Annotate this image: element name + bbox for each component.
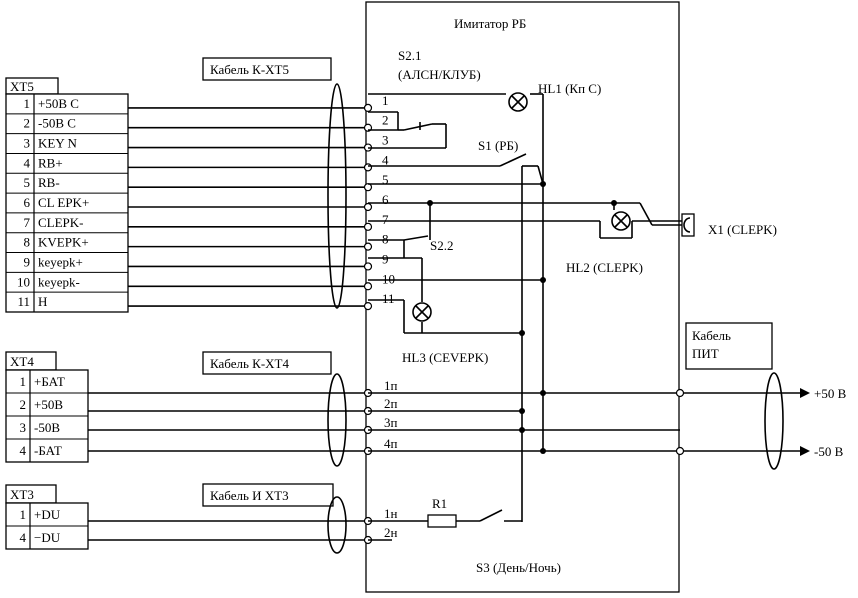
pin-number-label: 11 [382, 291, 395, 306]
output-plus-50: +50 В [814, 386, 847, 401]
cable-k-xt4-label: Кабель К-ХТ4 [210, 356, 289, 371]
pin-number-label: 1 [382, 93, 389, 108]
r1-label: R1 [432, 496, 447, 511]
cable-pit-label-line1: Кабель [692, 328, 731, 343]
pin-labels: 1 2 3 4 5 6 7 8 9 10 11 1п 2п 3п 4п 1н 2н [382, 93, 398, 540]
s22-label: S2.2 [430, 238, 453, 253]
pin-number-label: 2 [382, 113, 389, 128]
xt4-pin-number: 2 [20, 397, 27, 412]
pin-number-label: 4 [382, 152, 389, 167]
xt4-block: ХТ4 1 +БАТ 2 +50В 3 -50В 4 -БАТ [5, 351, 89, 463]
hl3-label: HL3 (CEVEPK) [402, 350, 488, 365]
pin-number-label: 6 [382, 192, 389, 207]
cable-k-xt5-label: Кабель К-ХТ5 [210, 62, 289, 77]
xt3-pin-label: +DU [34, 507, 61, 522]
cable-i-xt3-label: Кабель И ХТ3 [210, 488, 289, 503]
pin-number-label: 10 [382, 271, 395, 286]
hl3-lamp-icon [412, 302, 432, 322]
xt4-pin-label: +50В [34, 397, 63, 412]
xt5-pin-label: RB+ [38, 155, 63, 170]
xt5-pin-label: KVEPK+ [38, 235, 89, 250]
xt5-pin-number: 9 [24, 254, 31, 269]
x1-label: X1 (CLEPK) [708, 222, 777, 237]
xt5-title: ХТ5 [10, 79, 34, 94]
arrow-minus-icon [800, 446, 810, 456]
pin-number-label: 7 [382, 212, 389, 227]
cable-k-xt5-bundle [327, 83, 347, 309]
xt3-pin-number: 1 [20, 507, 27, 522]
xt5-pin-label: CLEPK- [38, 215, 84, 230]
hl1-label: HL1 (Кп С) [538, 81, 601, 96]
hl2-lamp-icon [611, 211, 631, 231]
pin-number-label: 3 [382, 133, 389, 148]
xt4-pin-number: 1 [20, 374, 27, 389]
xt4-pin-number: 4 [20, 443, 27, 458]
xt5-pin-number: 3 [24, 136, 31, 151]
s3-label: S3 (День/Ночь) [476, 560, 561, 575]
xt5-pin-label: keyepk+ [38, 254, 83, 269]
cable-pit-label-line2: ПИТ [692, 346, 719, 361]
terminal [363, 282, 373, 291]
xt5-pin-number: 8 [24, 235, 31, 250]
xt3-pin-number: 4 [20, 530, 27, 545]
s21-label: S2.1 [398, 48, 421, 63]
terminal [363, 202, 373, 212]
xt5-pin-label: +50В С [38, 96, 79, 111]
power-pin-label: 3п [384, 415, 398, 430]
s1-label: S1 (РБ) [478, 138, 518, 153]
xt5-pin-number: 4 [24, 155, 31, 170]
xt5-pin-number: 5 [24, 175, 31, 190]
day-night-pin-label: 1н [384, 506, 398, 521]
xt5-pin-number: 11 [17, 294, 30, 309]
xt4-pin-number: 3 [20, 420, 27, 435]
hl2-label: HL2 (CLEPK) [566, 260, 643, 275]
xt4-wires [88, 388, 373, 456]
xt5-wires [128, 103, 373, 311]
junction-dots [427, 181, 617, 454]
xt3-pin-label: −DU [34, 530, 61, 545]
power-pin-label: 2п [384, 396, 398, 411]
pin-number-label: 5 [382, 172, 389, 187]
device-title: Имитатор РБ [454, 16, 526, 31]
output-minus-50: -50 В [814, 444, 844, 459]
xt3-title: ХТ3 [10, 487, 34, 502]
xt4-pin-label: +БАТ [34, 374, 65, 389]
x1-connector-icon [681, 213, 695, 237]
xt3-block: ХТ3 1 +DU 4 −DU [5, 484, 89, 550]
xt4-pin-label: -БАТ [34, 443, 62, 458]
day-night-pin-label: 2н [384, 525, 398, 540]
xt5-pin-number: 6 [24, 195, 31, 210]
xt5-pin-number: 10 [17, 274, 30, 289]
cable-i-xt3-bundle [327, 496, 347, 554]
xt5-pin-label: RB- [38, 175, 60, 190]
terminal [363, 242, 373, 251]
cable-pit-bundle [764, 372, 784, 470]
s21-sub-label: (АЛСН/КЛУБ) [398, 67, 481, 82]
xt5-pin-label: -50В С [38, 116, 76, 131]
xt5-block: ХТ5 1 +50В С 2 -50В С 3 KEY N 4 RB+ 5 RB- 6 CL EPK+… [5, 77, 129, 313]
xt4-title: ХТ4 [10, 354, 34, 369]
xt4-pin-label: -50В [34, 420, 60, 435]
pin-number-label: 9 [382, 251, 389, 266]
xt5-pin-label: CL EPK+ [38, 195, 89, 210]
cable-k-xt4-bundle [327, 373, 347, 467]
power-pin-label: 1п [384, 378, 398, 393]
terminal [363, 262, 373, 271]
terminal [363, 222, 373, 231]
pin-number-label: 8 [382, 232, 389, 247]
xt5-pin-number: 1 [24, 96, 31, 111]
terminal [363, 163, 373, 172]
xt5-pin-number: 2 [24, 116, 31, 131]
arrow-plus-icon [800, 388, 810, 398]
terminal [363, 103, 373, 113]
power-pin-label: 4п [384, 436, 398, 451]
xt5-pin-label: KEY N [38, 136, 77, 151]
xt5-pin-label: keyepk- [38, 274, 80, 289]
terminal [363, 301, 373, 311]
xt5-pin-number: 7 [24, 215, 31, 230]
xt5-pin-label: H [38, 294, 47, 309]
hl1-lamp-icon [508, 92, 528, 112]
